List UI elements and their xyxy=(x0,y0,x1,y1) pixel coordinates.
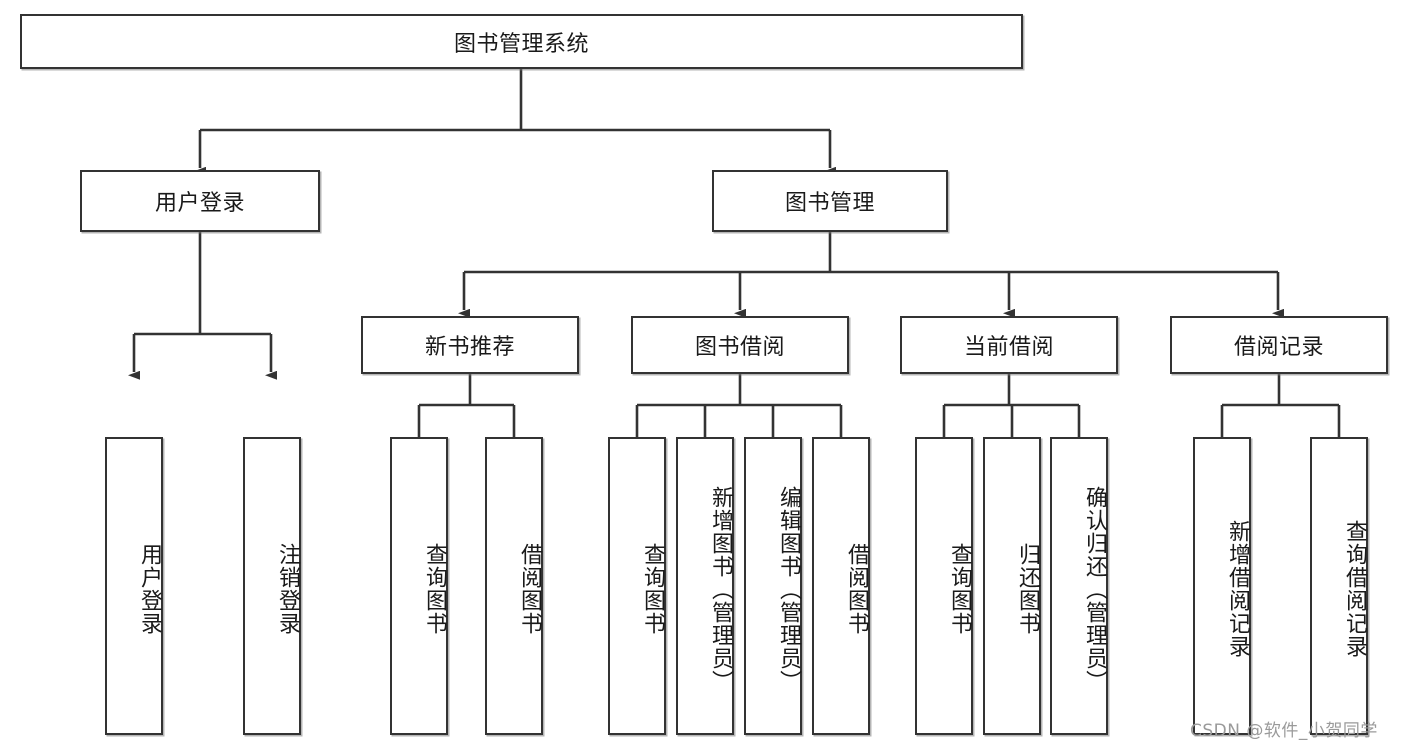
node-label: 新增借阅记录 xyxy=(1225,520,1250,658)
node-label: 查询图书 xyxy=(640,543,665,635)
csdn-watermark: CSDN @软件_小贺同学 xyxy=(1190,721,1378,741)
node-leaf-add-book[interactable]: 新增图书（管理员） xyxy=(676,437,734,735)
node-leaf-borrow-book-1[interactable]: 借阅图书 xyxy=(485,437,543,735)
node-label: 查询图书 xyxy=(947,543,972,635)
node-leaf-query-book-1[interactable]: 查询图书 xyxy=(390,437,448,735)
node-root[interactable]: 图书管理系统 xyxy=(20,14,1023,69)
node-label: 图书借阅 xyxy=(694,335,785,360)
node-leaf-query-book-3[interactable]: 查询图书 xyxy=(915,437,973,735)
node-leaf-return-book[interactable]: 归还图书 xyxy=(983,437,1041,735)
node-label: 确认归还（管理员） xyxy=(1082,485,1107,693)
node-label: 查询图书 xyxy=(422,543,447,635)
node-label: 归还图书 xyxy=(1015,543,1040,635)
node-label: 新增图书（管理员） xyxy=(708,485,733,693)
node-leaf-borrow-book-2[interactable]: 借阅图书 xyxy=(812,437,870,735)
node-label: 注销登录 xyxy=(275,543,300,635)
node-leaf-edit-book[interactable]: 编辑图书（管理员） xyxy=(744,437,802,735)
node-leaf-query-record[interactable]: 查询借阅记录 xyxy=(1310,437,1368,735)
node-label: 新书推荐 xyxy=(424,335,515,360)
node-leaf-user-logout[interactable]: 注销登录 xyxy=(243,437,301,735)
node-book-borrow[interactable]: 图书借阅 xyxy=(631,316,849,374)
node-label: 图书管理系统 xyxy=(453,31,589,57)
node-new-book-rec[interactable]: 新书推荐 xyxy=(361,316,579,374)
node-label: 编辑图书（管理员） xyxy=(776,485,801,693)
node-leaf-user-login[interactable]: 用户登录 xyxy=(105,437,163,735)
node-leaf-confirm-return[interactable]: 确认归还（管理员） xyxy=(1050,437,1108,735)
node-label: 当前借阅 xyxy=(963,335,1054,360)
node-label: 借阅图书 xyxy=(844,543,869,635)
node-current-borrow[interactable]: 当前借阅 xyxy=(900,316,1118,374)
node-label: 查询借阅记录 xyxy=(1342,520,1367,658)
node-user-login[interactable]: 用户登录 xyxy=(80,170,320,232)
node-label: 用户登录 xyxy=(154,191,245,216)
node-leaf-add-record[interactable]: 新增借阅记录 xyxy=(1193,437,1251,735)
node-label: 用户登录 xyxy=(137,543,162,635)
node-borrow-record[interactable]: 借阅记录 xyxy=(1170,316,1388,374)
node-label: 借阅图书 xyxy=(517,543,542,635)
node-label: 图书管理 xyxy=(784,191,875,216)
node-book-manage[interactable]: 图书管理 xyxy=(712,170,948,232)
node-label: 借阅记录 xyxy=(1233,335,1324,360)
node-leaf-query-book-2[interactable]: 查询图书 xyxy=(608,437,666,735)
